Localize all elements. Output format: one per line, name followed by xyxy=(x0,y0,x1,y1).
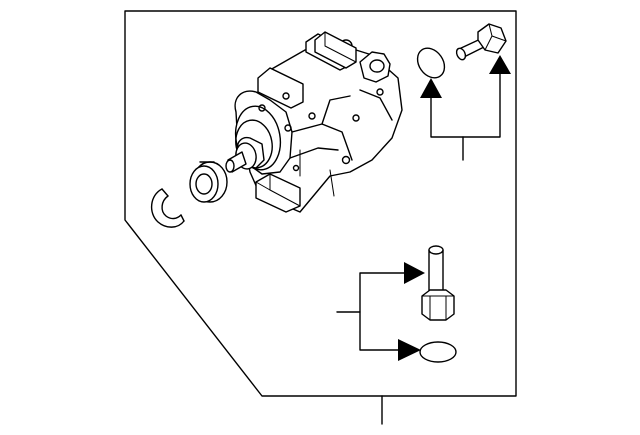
bolt-icon xyxy=(421,245,455,321)
callout-bracket-lower xyxy=(336,262,425,361)
o-ring-icon xyxy=(419,341,457,363)
frame-outline xyxy=(124,10,517,397)
snap-ring-icon xyxy=(151,188,185,228)
washer-icon xyxy=(189,161,228,203)
compressor-icon xyxy=(225,31,403,213)
o-ring-icon xyxy=(416,47,446,79)
callout-bracket-upper xyxy=(420,55,511,161)
bolt-icon xyxy=(455,23,507,61)
